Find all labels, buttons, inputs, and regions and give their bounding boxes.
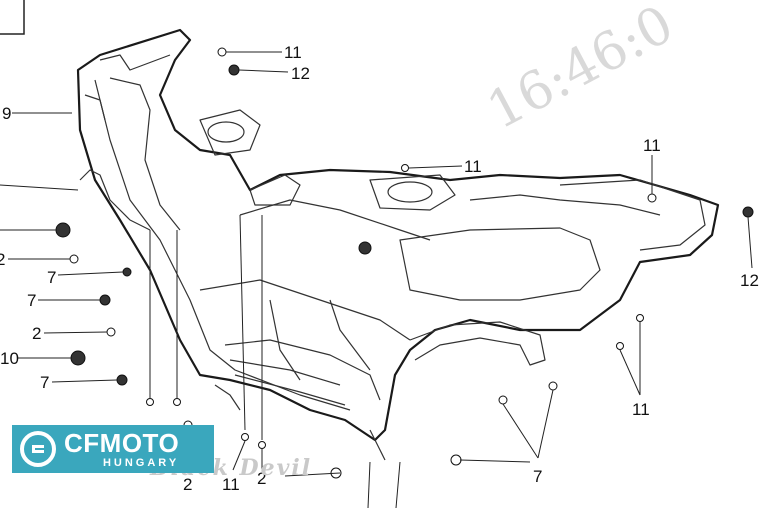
fasteners [55, 47, 754, 479]
callout-c10: 10 [0, 349, 19, 368]
callout-c11-center: 11 [464, 157, 482, 176]
callout-c11-right: 11 [643, 136, 661, 155]
timestamp-watermark: 16:46:0 [478, 0, 683, 141]
console-hole-right [387, 181, 433, 203]
callout-c2-bottom: 2 [183, 475, 192, 494]
callout-c7-left-b: 7 [27, 291, 36, 310]
callout-c2-bottom-b: 2 [257, 469, 266, 488]
frame-body [76, 28, 720, 461]
cfmoto-hungary-logo: CFMOTO HUNGARY [12, 425, 214, 473]
callout-c7-left-a: 7 [47, 268, 56, 287]
callout-c7-left-c: 7 [40, 373, 49, 392]
logo-sub-text: HUNGARY [102, 456, 180, 469]
cfmoto-emblem-icon [20, 431, 56, 467]
logo-brand-text: CFMOTO [64, 427, 180, 458]
callout-c2-mid: 2 [32, 324, 41, 343]
callout-c11-top: 11 [284, 43, 302, 62]
callout-c11-bottom-right: 11 [632, 400, 650, 419]
callout-labels: 11 12 9 11 11 12 2 7 7 2 10 7 11 2 11 2 … [0, 43, 759, 494]
callout-c12-top: 12 [291, 64, 310, 83]
leader-lines [0, 51, 753, 508]
corner-box [0, 0, 25, 35]
callout-c12-right: 12 [740, 271, 759, 290]
callout-c7-bottom: 7 [533, 467, 542, 486]
console-hole-left [207, 121, 245, 143]
callout-c11-bottom: 11 [222, 475, 240, 494]
callout-c2-left: 2 [0, 250, 5, 269]
callout-c9: 9 [2, 104, 11, 123]
